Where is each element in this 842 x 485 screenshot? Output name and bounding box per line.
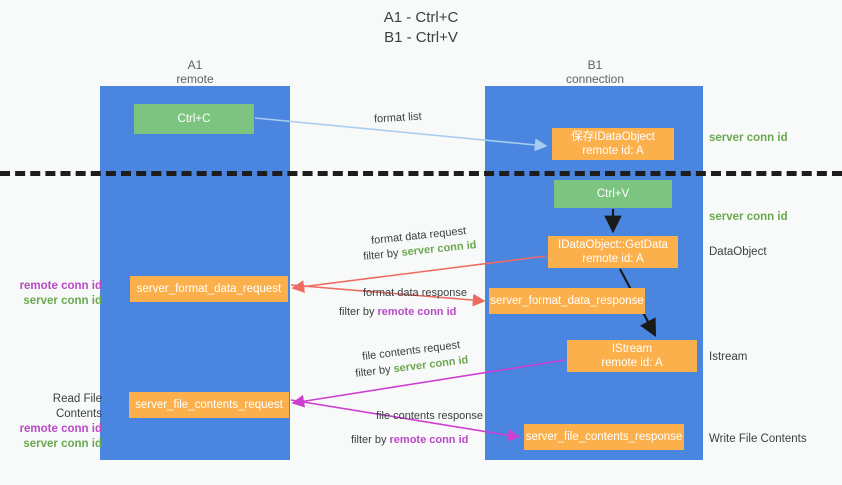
page-title: A1 - Ctrl+C B1 - Ctrl+V — [0, 8, 842, 48]
column-b1-name: B1 — [587, 58, 603, 72]
title-line-2: B1 - Ctrl+V — [384, 29, 458, 46]
note-server-conn-id-top: server conn id — [709, 132, 788, 144]
box-istream-line1: IStream — [611, 343, 653, 355]
edge-label-format-data-response: format data response — [363, 286, 467, 301]
note-left-conn-ids-lower: Read File Contents remote conn id server… — [8, 392, 102, 452]
filter-prefix: filter by — [339, 306, 378, 318]
box-istream[interactable]: IStream remote id: A — [567, 340, 697, 372]
column-a1-name: A1 — [187, 58, 203, 72]
note-left-conn-ids-upper: remote conn id server conn id — [10, 279, 102, 309]
note-dataobject: DataObject — [709, 246, 767, 258]
box-server-format-data-response[interactable]: server_format_data_response — [489, 288, 645, 314]
note-istream: Istream — [709, 351, 748, 363]
edge-label-format-data-response-filter: filter by remote conn id — [339, 305, 456, 320]
note-remote-conn-id-a: remote conn id — [19, 280, 102, 292]
filter-prefix: filter by — [362, 246, 403, 263]
box-server-format-data-request-label: server_format_data_request — [136, 283, 282, 295]
filter-prefix: filter by — [354, 363, 395, 380]
box-save-idataobject-line2: remote id: A — [582, 145, 644, 157]
box-ctrl-v-label: Ctrl+V — [596, 188, 630, 200]
note-server-conn-id-mid: server conn id — [709, 211, 788, 223]
edge-label-format-data-response-text: format data response — [363, 287, 467, 299]
column-a1-role: remote — [176, 72, 214, 86]
box-ctrl-c-label: Ctrl+C — [177, 113, 211, 125]
box-server-file-contents-request-label: server_file_contents_request — [135, 399, 283, 411]
filter-prefix: filter by — [351, 434, 390, 446]
box-ctrl-c[interactable]: Ctrl+C — [134, 104, 254, 134]
box-server-format-data-response-label: server_format_data_response — [490, 295, 644, 307]
box-getdata-line1: IDataObject::GetData — [558, 239, 668, 251]
box-istream-line2: remote id: A — [601, 357, 663, 369]
column-b1-role: connection — [565, 72, 625, 86]
box-save-idataobject[interactable]: 保存IDataObject remote id: A — [552, 128, 674, 160]
column-header-a1: A1 remote — [120, 58, 270, 86]
note-remote-conn-id-b: remote conn id — [19, 423, 102, 435]
note-read-file-contents: Read File Contents — [52, 393, 102, 420]
filter-key-remote-conn-id: remote conn id — [389, 434, 469, 446]
box-idataobject-getdata[interactable]: IDataObject::GetData remote id: A — [548, 236, 678, 268]
phase-separator-dashed-line — [0, 171, 842, 176]
edge-label-file-contents-response-text: file contents response — [376, 410, 484, 422]
box-save-idataobject-line1: 保存IDataObject — [571, 131, 655, 143]
box-server-file-contents-response-label: server_file_contents_response — [525, 431, 683, 443]
edge-label-file-contents-response-filter: filter by remote conn id — [351, 433, 468, 448]
note-write-file-contents: Write File Contents — [709, 433, 807, 445]
edge-label-format-list-text: format list — [373, 110, 422, 126]
note-server-conn-id-a: server conn id — [23, 295, 102, 307]
box-server-file-contents-response[interactable]: server_file_contents_response — [524, 424, 684, 450]
title-line-1: A1 - Ctrl+C — [383, 9, 459, 26]
filter-key-remote-conn-id: remote conn id — [377, 306, 457, 318]
edge-label-file-contents-response: file contents response — [376, 409, 483, 424]
note-server-conn-id-b: server conn id — [23, 438, 102, 450]
column-header-b1: B1 connection — [520, 58, 670, 86]
box-ctrl-v[interactable]: Ctrl+V — [554, 180, 672, 208]
box-server-file-contents-request[interactable]: server_file_contents_request — [129, 392, 289, 418]
edge-label-format-list: format list — [374, 110, 423, 128]
box-getdata-line2: remote id: A — [582, 253, 644, 265]
box-server-format-data-request[interactable]: server_format_data_request — [130, 276, 288, 302]
